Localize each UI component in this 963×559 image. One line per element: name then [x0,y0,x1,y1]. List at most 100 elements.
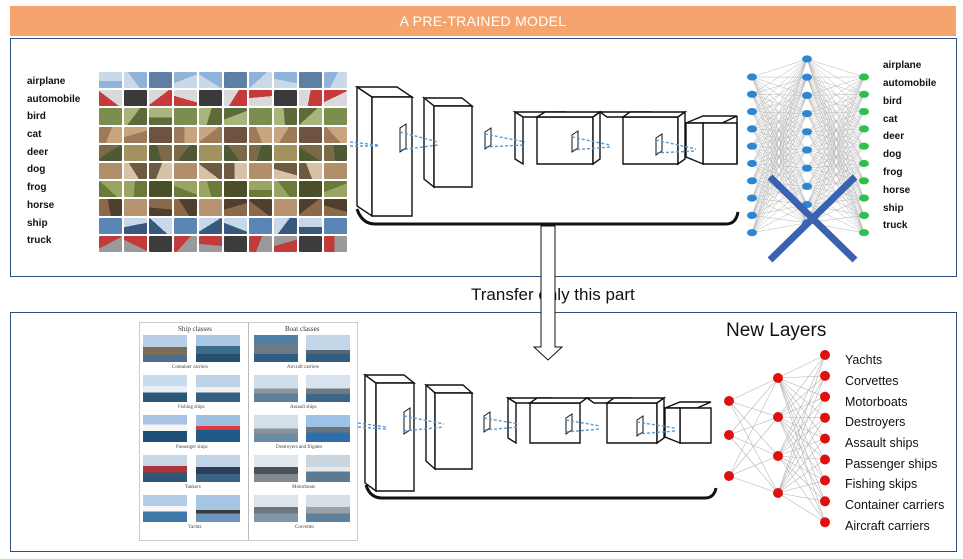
cifar-thumbnail [199,217,222,234]
network-edge [777,354,826,418]
cnn-block-top [664,401,712,409]
cifar-thumbnail [124,72,147,89]
network-edge [806,76,865,169]
boat-class-label: Passenger ships [845,457,938,471]
network-edge [806,128,865,223]
cifar-thumbnail [224,217,247,234]
network-edge [806,94,865,114]
network-edge [728,475,779,494]
network-edge [806,76,865,205]
cifar-thumbnail [149,217,172,234]
cnn-block-front [622,116,679,165]
cifar-thumbnail [149,163,172,180]
output-node [859,159,869,168]
top-kernels [399,123,663,156]
network-node [747,108,757,116]
cifar-thumbnail [199,72,222,89]
network-edge [806,163,865,169]
network-edge [806,145,865,187]
cifar-thumbnail [174,144,197,161]
output-node [859,194,869,202]
cifar-thumbnail [274,163,297,180]
photo-caption: Assault ships [290,405,317,410]
network-edge [751,95,808,233]
network-edge [751,145,808,169]
cifar-thumbnail [324,217,347,234]
network-node [802,164,812,172]
network-node [747,211,757,219]
output-class-label: ship [883,203,904,214]
cifar-thumbnail [224,90,247,107]
network-edge [751,76,808,112]
network-edge [806,149,865,182]
cifar-thumbnail [199,108,222,125]
network-edge [751,76,808,151]
photo-caption: Corvettes [295,525,315,530]
cifar-thumbnail [299,217,322,234]
cnn-block-face [507,396,517,445]
cifar-thumbnail [324,181,347,198]
flow-arrow [484,144,526,148]
cifar-thumbnail [299,199,322,216]
network-edge [806,149,865,216]
network-edge [751,94,808,169]
network-edge [751,163,808,169]
network-edge [728,400,779,418]
cifar-thumbnail [99,217,122,234]
network-edge [751,222,808,233]
output-node [859,125,869,133]
kernel-square [565,413,573,435]
boat-class-label: Fishing skips [845,477,918,491]
network-edge [806,163,865,205]
network-edge [777,416,826,502]
network-edge [806,77,865,130]
cifar-thumbnail [124,108,147,125]
network-node [802,128,812,136]
network-edge [806,58,865,95]
network-node [820,433,830,444]
cifar-thumbnail [224,199,247,216]
network-edge [751,94,808,205]
network-edge [751,76,808,187]
cifar-thumbnail [299,90,322,107]
network-edge [751,145,808,151]
cifar-thumbnail [99,72,122,89]
output-node [859,90,869,98]
network-edge [728,416,779,436]
cifar-thumbnail [249,217,272,234]
network-edge [777,455,826,523]
network-edge [806,58,865,164]
top-cnn-blocks [354,85,738,218]
network-edge [751,58,808,164]
network-edge [806,58,865,112]
network-edge [806,186,865,233]
kernel-square [636,415,644,437]
network-edge [751,186,808,233]
network-edge [751,113,808,147]
cifar-thumbnail [274,126,297,143]
network-edge [806,76,865,95]
cifar-thumbnail [174,199,197,216]
network-edge [806,76,865,114]
network-edge [728,455,779,477]
kernel-square [483,411,491,433]
network-edge [806,95,865,112]
boat-class-label: Corvettes [845,374,899,388]
network-edge [751,215,808,224]
network-edge [806,95,865,181]
network-edge [777,492,826,502]
cnn-block-front [702,122,738,165]
network-edge [806,113,865,216]
network-edge [777,416,826,481]
cifar-thumbnail [274,90,297,107]
network-edge [751,111,808,205]
cifar-thumbnail [124,126,147,143]
new-layers-label: New Layers [726,320,827,341]
cnn-block-front [606,402,658,444]
network-edge [806,128,865,151]
cifar-thumbnail [199,235,222,252]
network-edge [751,186,808,216]
network-edge [751,111,808,114]
cifar-thumbnail [124,199,147,216]
network-edge [806,95,865,147]
